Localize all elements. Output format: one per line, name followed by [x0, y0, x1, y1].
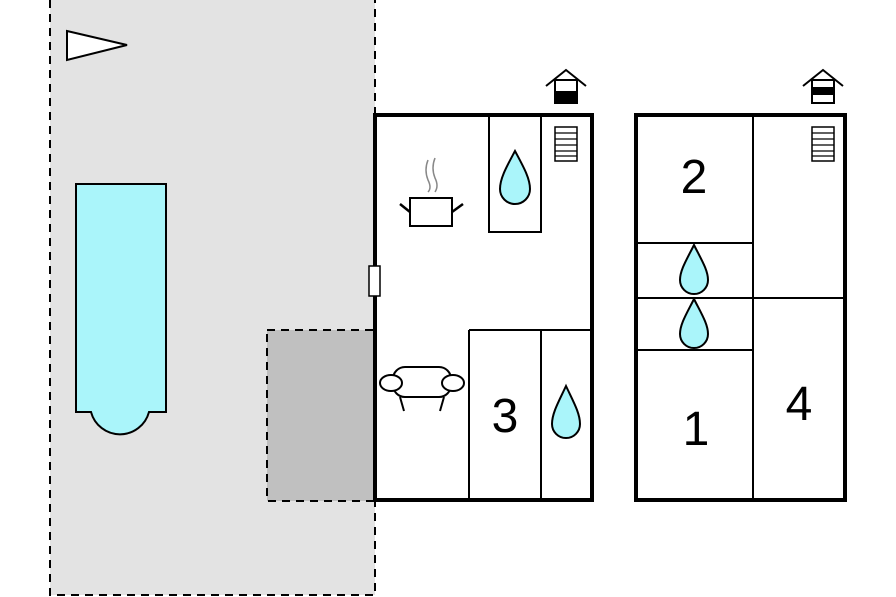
water-drop-icon	[678, 296, 710, 349]
room-number-1: 1	[683, 403, 710, 456]
sofa-icon	[379, 366, 465, 412]
room-number-3: 3	[492, 390, 519, 443]
door-icon	[368, 265, 381, 297]
room-number-4: 4	[786, 378, 813, 431]
stairs-icon	[811, 126, 835, 162]
swimming-pool	[75, 183, 167, 436]
house-entrance-icon	[802, 68, 844, 104]
north-arrow-icon	[66, 29, 128, 62]
stairs-icon	[554, 126, 578, 162]
ground-floor	[373, 113, 594, 502]
upper-floor	[634, 113, 847, 502]
water-drop-icon	[498, 148, 532, 205]
house-entrance-icon	[545, 68, 587, 104]
covered-terrace	[266, 329, 376, 502]
cooking-pot-icon	[399, 157, 464, 227]
room-number-2: 2	[681, 151, 708, 204]
water-drop-icon	[550, 383, 582, 439]
water-drop-icon	[678, 242, 710, 295]
